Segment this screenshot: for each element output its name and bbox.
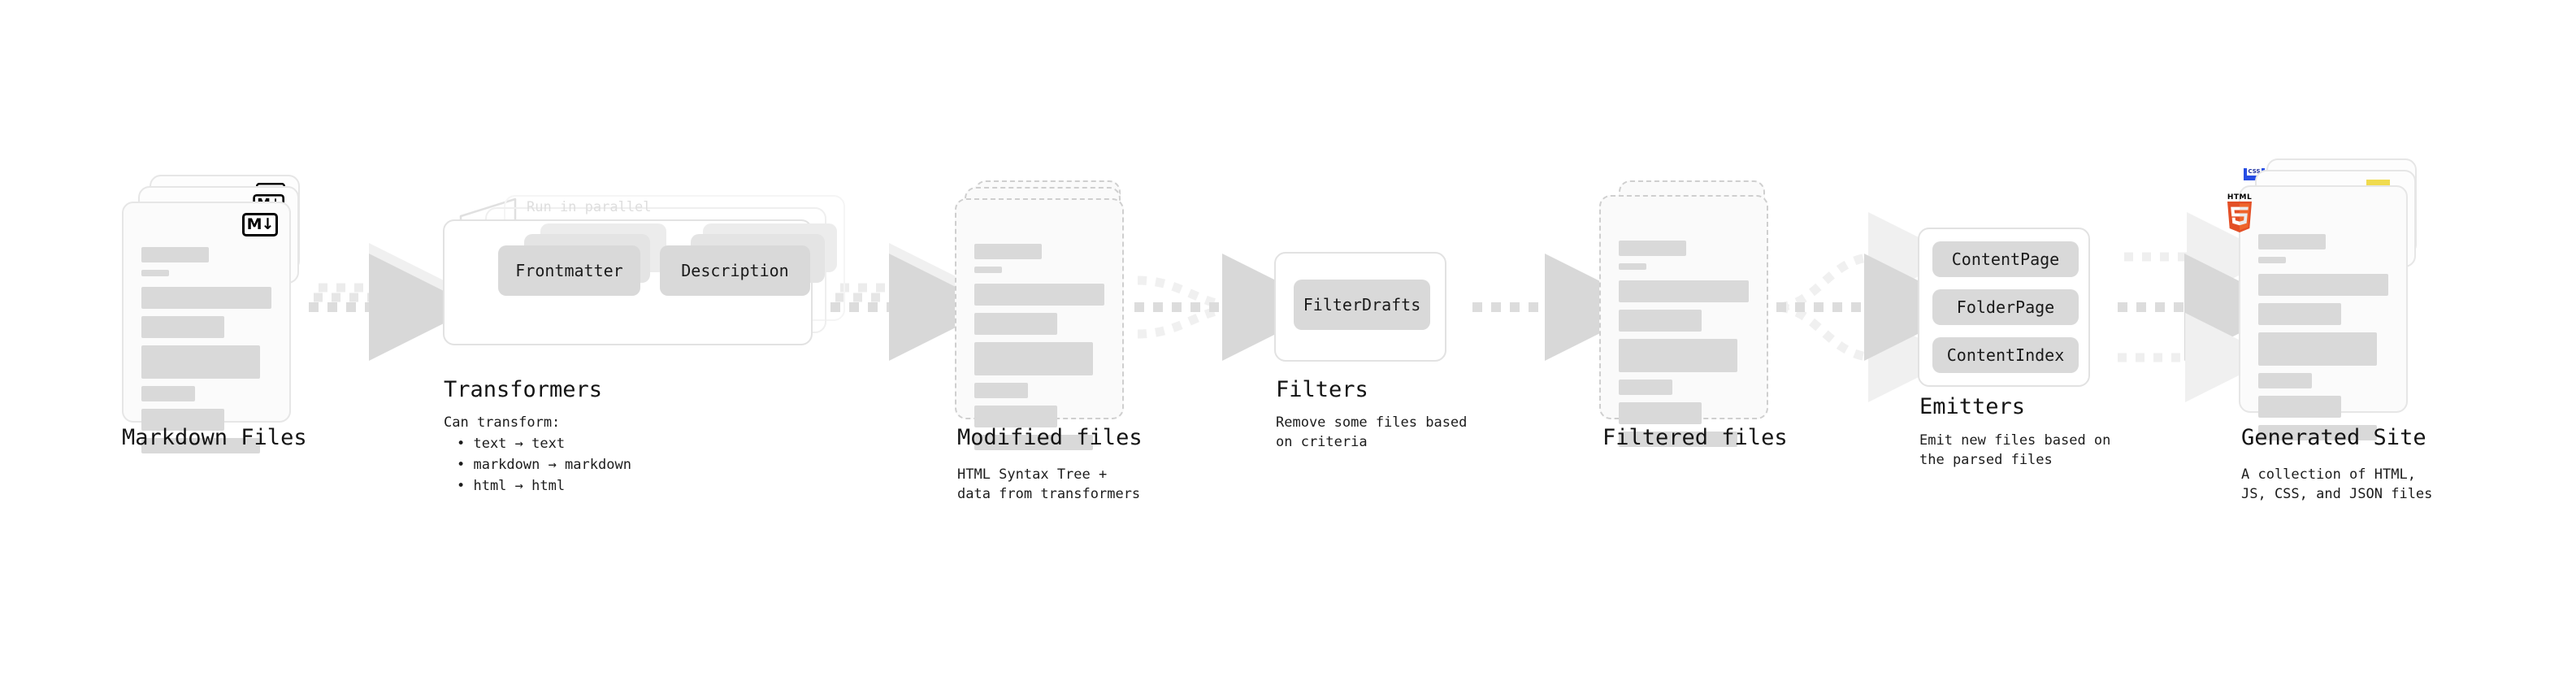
markdown-card-front: M↓ [122, 202, 291, 453]
transformers-group: x x x x Frontmatter Description [443, 195, 849, 362]
filters-box: FilterDrafts [1274, 252, 1446, 362]
arrow-markdown-to-transformers [309, 243, 476, 361]
transformers-caption: Can transform: [444, 414, 561, 431]
modified-card-front [955, 198, 1124, 450]
transformers-title: Transformers [444, 377, 603, 402]
arrow-filtered-to-emitters [1776, 212, 1971, 402]
transformer-chip-frontmatter[interactable]: Frontmatter [498, 245, 640, 296]
filtered-files-title: Filtered files [1602, 425, 1788, 450]
filter-chip-filterdrafts[interactable]: FilterDrafts [1294, 280, 1430, 330]
generated-placeholder-lines [2258, 234, 2388, 448]
modified-placeholder-lines [974, 244, 1104, 458]
emitter-chip-contentpage[interactable]: ContentPage [1932, 241, 2079, 277]
emitters-caption: Emit new files based on the parsed files [1919, 432, 2111, 468]
modified-files-title: Modified files [957, 425, 1143, 450]
filters-caption: Remove some files based on criteria [1276, 414, 1468, 450]
emitter-chip-folderpage[interactable]: FolderPage [1932, 289, 2079, 325]
generated-site-title: Generated Site [2241, 425, 2426, 450]
filtered-card-front [1599, 195, 1768, 447]
generated-site-stack: CSS JS HTML [2227, 158, 2442, 440]
modified-files-caption: HTML Syntax Tree + data from transformer… [957, 466, 1141, 502]
markdown-files-stack: M↓ M↓ M↓ [122, 175, 317, 453]
html5-badge-word: HTML [2227, 193, 2253, 202]
filtered-files-stack [1599, 180, 1786, 447]
generated-site-caption: A collection of HTML, JS, CSS, and JSON … [2241, 466, 2433, 502]
markdown-badge: M↓ [242, 213, 278, 236]
emitters-box: ContentPage FolderPage ContentIndex [1918, 228, 2090, 387]
html5-shield-icon [2227, 202, 2252, 232]
markdown-files-title: Markdown Files [122, 425, 307, 450]
filtered-placeholder-lines [1619, 241, 1749, 454]
generated-card-html: HTML [2227, 185, 2408, 440]
filters-title: Filters [1276, 377, 1368, 402]
emitter-chip-contentindex[interactable]: ContentIndex [1932, 337, 2079, 373]
run-in-parallel-label: Run in parallel [527, 199, 652, 215]
transformers-bullet-2: • html → html [457, 478, 566, 494]
arrow-emitters-to-site [2118, 212, 2292, 402]
modified-files-stack [955, 180, 1142, 450]
transformer-chip-description[interactable]: Description [660, 245, 810, 296]
css-badge-label: CSS [2247, 168, 2262, 176]
markdown-placeholder-lines [141, 247, 271, 461]
transformers-bullet-1: • markdown → markdown [457, 457, 631, 473]
emitters-title: Emitters [1919, 394, 2026, 419]
arrow-modified-to-filters [1134, 254, 1329, 361]
html5-badge: HTML [2226, 193, 2253, 236]
transformers-bullet-0: • text → text [457, 436, 566, 452]
